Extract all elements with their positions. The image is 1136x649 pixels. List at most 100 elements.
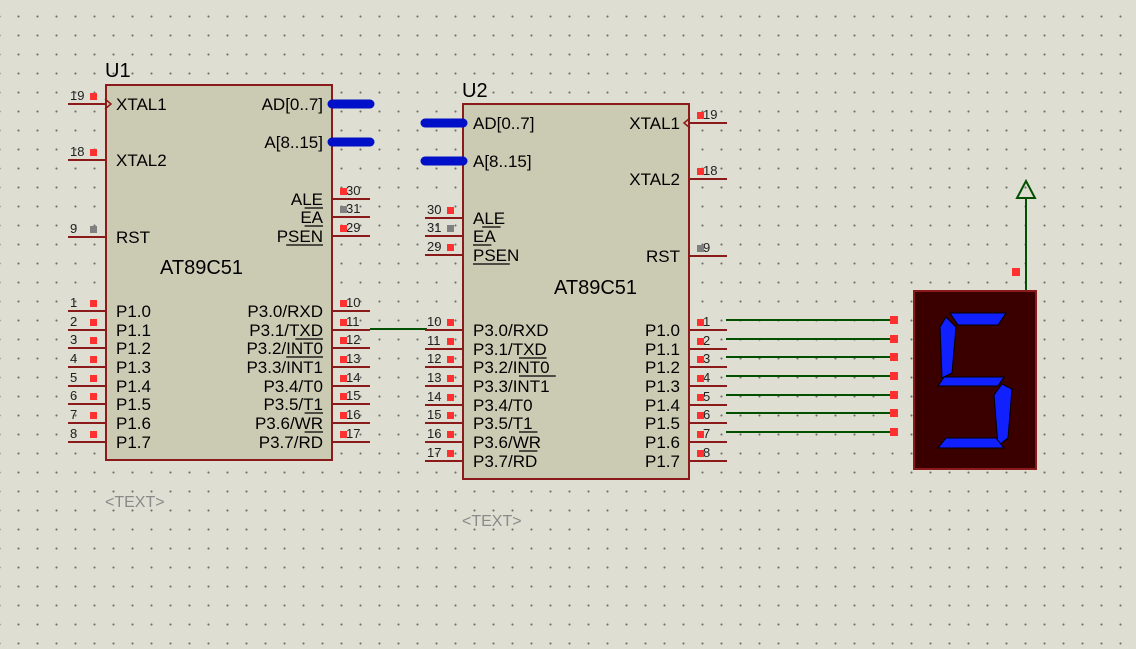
u1-pin-p3-0-rxd-label: P3.0/RXD xyxy=(247,302,323,321)
u2-pin-p1-6-dot xyxy=(697,431,704,438)
u2-pin-p3-0-rxd-num: 10 xyxy=(427,314,441,329)
u2-pin-ea-dot xyxy=(447,225,454,232)
u2-pin-xtal1-dot xyxy=(697,112,704,119)
u1-pin-p3-0-rxd-dot xyxy=(340,300,347,307)
u1-pin-p1-5-num: 6 xyxy=(70,388,77,403)
u1-pin-p1-0-label: P1.0 xyxy=(116,302,151,321)
u1-pin-ale-num: 30 xyxy=(346,183,360,198)
u2-pin-p3-2-int0-num: 12 xyxy=(427,351,441,366)
u1-pin-p1-0-num: 1 xyxy=(70,295,77,310)
u1-text-placeholder: <TEXT> xyxy=(105,494,165,511)
u2-pin-xtal2-dot xyxy=(697,168,704,175)
u2-pin-p3-7-rd-dot xyxy=(447,450,454,457)
u1-pin-rst-label: RST xyxy=(116,228,150,247)
segment-d xyxy=(936,437,1006,449)
wires-p1-to-display[interactable] xyxy=(726,319,892,433)
u2-pin-p3-3-int1-num: 13 xyxy=(427,370,441,385)
u1-pin-p1-1-label: P1.1 xyxy=(116,321,151,340)
u2-pin-p3-2-int0-dot xyxy=(447,356,454,363)
segment-c xyxy=(993,383,1013,447)
u2-pin-p3-4-t0-dot xyxy=(447,394,454,401)
u1-pin-ea-label: EA xyxy=(300,208,323,227)
u2-pin-p1-4-label: P1.4 xyxy=(645,396,680,415)
u1-pin-p3-2-int0-label: P3.2/INT0 xyxy=(246,339,323,358)
u2-pin-ad-0-7--label: AD[0..7] xyxy=(473,114,534,133)
u2-pin-p1-3-dot xyxy=(697,375,704,382)
u1-pin-p1-0-dot xyxy=(90,300,97,307)
u1-pin-xtal1-dot xyxy=(90,93,97,100)
u1-pin-xtal2-dot xyxy=(90,149,97,156)
u1-pin-xtal1-num: 19 xyxy=(70,88,84,103)
u2-pin-p1-5-num: 6 xyxy=(703,407,710,422)
u1-pin-psen-label: PSEN xyxy=(277,227,323,246)
u1-pin-p1-5-label: P1.5 xyxy=(116,395,151,414)
u1-pin-p3-7-rd-dot xyxy=(340,431,347,438)
u2-pin-p3-6-wr-label: P3.6/WR xyxy=(473,433,541,452)
u2-pin-p1-4-num: 5 xyxy=(703,389,710,404)
u1-pin-p1-7-label: P1.7 xyxy=(116,433,151,452)
u1-part: AT89C51 xyxy=(160,257,243,279)
u1-pin-rst-num: 9 xyxy=(70,221,77,236)
u2-pin-p3-1-txd-num: 11 xyxy=(427,333,441,348)
u1-pin-p1-6-num: 7 xyxy=(70,407,77,422)
u2-pin-p3-6-wr-dot xyxy=(447,431,454,438)
u1-pin-p1-4-label: P1.4 xyxy=(116,377,151,396)
u2-pin-p1-5-label: P1.5 xyxy=(645,414,680,433)
seven-segment-display[interactable] xyxy=(913,290,1037,470)
u2-pin-p1-1-num: 2 xyxy=(703,333,710,348)
u2-pin-ale-num: 30 xyxy=(427,202,441,217)
u1-pin-p3-6-wr-label: P3.6/WR xyxy=(255,414,323,433)
u2-pin-p1-2-label: P1.2 xyxy=(645,358,680,377)
segment-f xyxy=(939,316,957,379)
u2-pin-a-8-15--label: A[8..15] xyxy=(473,152,532,171)
u1-pin-p1-3-num: 4 xyxy=(70,351,77,366)
u2-pin-p3-3-int1-dot xyxy=(447,375,454,382)
u2-pin-psen-label: PSEN xyxy=(473,246,519,265)
u1-pin-p3-1-txd-num: 11 xyxy=(346,314,360,329)
u2-pin-psen-dot xyxy=(447,244,454,251)
u1-pin-rst-dot xyxy=(90,226,97,233)
u2-pin-p1-1-label: P1.1 xyxy=(645,340,680,359)
u1-pin-p1-7-num: 8 xyxy=(70,426,77,441)
u2-pin-p3-0-rxd-dot xyxy=(447,319,454,326)
u1-pin-p1-5-dot xyxy=(90,393,97,400)
u1-ref: U1 xyxy=(105,60,131,82)
u2-pin-p3-2-int0-label: P3.2/INT0 xyxy=(473,358,550,377)
u1-pin-p3-1-txd-label: P3.1/TXD xyxy=(249,321,323,340)
u1-pin-p3-3-int1-num: 13 xyxy=(346,351,360,366)
u2-pin-ea-num: 31 xyxy=(427,220,441,235)
u1-pin-p1-6-dot xyxy=(90,412,97,419)
display-pin-dots xyxy=(890,268,1020,436)
u1-pin-p3-1-txd-dot xyxy=(340,319,347,326)
u1-pin-p3-5-t1-label: P3.5/T1 xyxy=(263,395,323,414)
u1-pin-p3-3-int1-label: P3.3/INT1 xyxy=(246,358,323,377)
u1-pin-p3-5-t1-num: 15 xyxy=(346,388,360,403)
u2-pin-p1-7-dot xyxy=(697,450,704,457)
u1-pin-p3-4-t0-dot xyxy=(340,375,347,382)
u1-pin-p3-7-rd-label: P3.7/RD xyxy=(259,433,323,452)
power-terminal-icon[interactable] xyxy=(1015,178,1037,290)
segment-a xyxy=(949,312,1007,326)
u2-pin-ale-label: ALE xyxy=(473,209,505,228)
u2-pin-p3-7-rd-num: 17 xyxy=(427,445,441,460)
u2-pin-p3-5-t1-num: 15 xyxy=(427,407,441,422)
u1-pin-xtal2-num: 18 xyxy=(70,144,84,159)
u1-pin-p1-1-num: 2 xyxy=(70,314,77,329)
u2-part: AT89C51 xyxy=(554,277,637,299)
u2-pin-ea-label: EA xyxy=(473,227,496,246)
u1-pin-p1-2-dot xyxy=(90,337,97,344)
u1-pin-a-8-15--label: A[8..15] xyxy=(264,133,323,152)
u2-pin-ale-dot xyxy=(447,207,454,214)
u1-pin-p3-3-int1-dot xyxy=(340,356,347,363)
u2-text-placeholder: <TEXT> xyxy=(462,513,522,530)
u2-pin-p1-0-label: P1.0 xyxy=(645,321,680,340)
u2-pin-p1-4-dot xyxy=(697,394,704,401)
u1-pin-p3-4-t0-num: 14 xyxy=(346,370,360,385)
u1-pin-p1-7-dot xyxy=(90,431,97,438)
u1-pin-p3-5-t1-dot xyxy=(340,393,347,400)
